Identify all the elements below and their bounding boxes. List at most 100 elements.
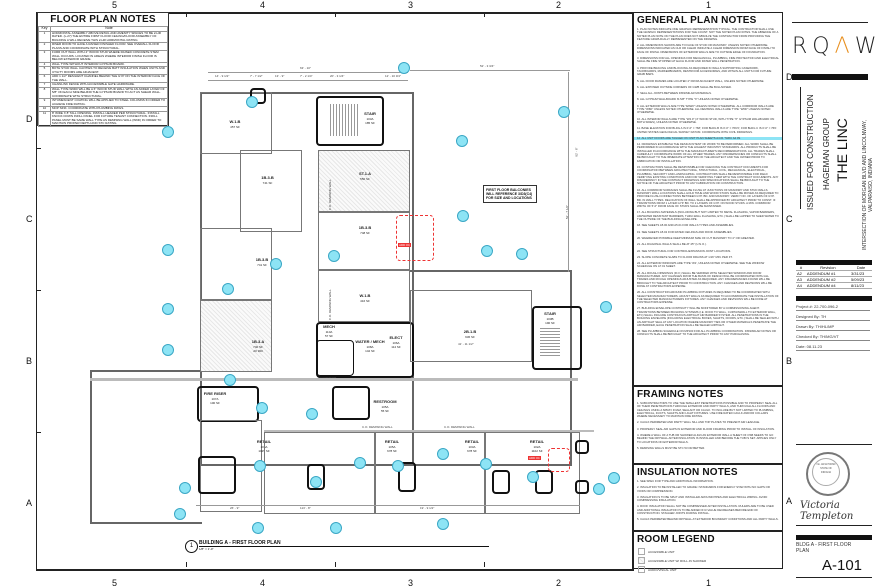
room-retail-103a[interactable]: [374, 432, 486, 514]
elevation-tag-icon[interactable]: [354, 457, 366, 469]
elevation-tag-icon[interactable]: [480, 458, 492, 470]
elevation-tag-icon[interactable]: [456, 135, 468, 147]
room-w1b[interactable]: [200, 92, 272, 154]
dimension-label: 20' - 3 1/4": [330, 74, 345, 78]
room-w1b-center[interactable]: [318, 270, 410, 322]
elevation-tag-icon[interactable]: [252, 522, 264, 534]
elevation-tag-icon[interactable]: [516, 248, 528, 260]
stair-treads: [540, 326, 560, 356]
insulation-note: 2. INSULATION TO BE INSTALLED TO GRADE I…: [637, 485, 770, 493]
general-note: 4. PROVIDE BRACING AND BLOCKING AS REQUI…: [637, 65, 772, 77]
elevation-tag-icon[interactable]: [162, 126, 174, 138]
grid-col-2-bottom: 2: [556, 578, 562, 588]
elevation-tag-icon[interactable]: [162, 303, 174, 315]
grid-col-2: 2: [556, 0, 562, 10]
elevation-tag-icon[interactable]: [457, 210, 469, 222]
column-core: [575, 480, 589, 494]
architect-seal: No. AR11700090 STATE OF INDIANA: [806, 452, 850, 496]
divider: [796, 444, 872, 445]
project-number: Project #: 22-700-096-2: [796, 304, 870, 311]
room-st1a[interactable]: [318, 150, 410, 212]
elevation-tag-icon[interactable]: [481, 245, 493, 257]
elevation-tag-icon[interactable]: [527, 471, 539, 483]
demising-wall-label: C.O. DEMISING WALL: [328, 289, 332, 320]
plan-title-text: BUILDING A - FIRST FLOOR PLAN: [199, 540, 281, 546]
room-1b3a[interactable]: [200, 300, 272, 372]
general-note: 20. WHEREVER POSSIBLE KEEP MINIMUM SIZE …: [637, 235, 755, 240]
grid-tick: [36, 290, 41, 291]
elevation-tag-icon[interactable]: [608, 472, 620, 484]
room-1b3b-center[interactable]: [318, 212, 410, 270]
elevation-tag-icon[interactable]: [328, 250, 340, 262]
legend-label: ACCESSIBLE UNIT: [648, 549, 675, 554]
legend-item: ACCESSIBLE UNIT: [634, 547, 782, 556]
stair-core-east[interactable]: [532, 306, 582, 370]
elevation-tag-icon[interactable]: [162, 244, 174, 256]
elevation-tag-icon[interactable]: [398, 62, 410, 74]
elevation-tag-icon[interactable]: [600, 301, 612, 313]
framing-note: 3. PROPERLY SEAL AIR GAPS IN EXTERIOR AN…: [637, 426, 775, 431]
room-1b3b-upper[interactable]: [240, 150, 302, 232]
title-block: RQΛW ISSUED FOR CONSTRUCTION HAGEMAN GRO…: [782, 12, 876, 578]
room-retail-102a[interactable]: [484, 432, 580, 514]
elevation-tag-icon[interactable]: [246, 96, 258, 108]
elevation-tag-icon[interactable]: [254, 460, 266, 472]
elevation-tag-icon[interactable]: [330, 522, 342, 534]
dimension-label: 82' - 8": [574, 147, 579, 157]
elevation-tag-icon[interactable]: [437, 518, 449, 530]
mech-room-outline: [316, 340, 354, 376]
dimension-label: 52' - 7 1/2": [565, 204, 570, 220]
elevation-tag-icon[interactable]: [437, 448, 449, 460]
elevation-tag-icon[interactable]: [224, 374, 236, 386]
restroom-core[interactable]: [332, 386, 370, 420]
general-note: 27. BUILDING ENVELOPE CONTINUITY WILL BE…: [637, 306, 779, 327]
stair-core[interactable]: [316, 96, 384, 146]
dimension-label: 14' - 9 1/2": [215, 74, 230, 78]
revision-tag: ADD #4: [528, 456, 541, 460]
elevation-tag-icon[interactable]: [392, 460, 404, 472]
elevation-tag-icon[interactable]: [256, 402, 268, 414]
legend-swatch: [638, 566, 645, 573]
framing-note: 5. DEMISING WALLS MUST BE STC 53 OR BETT…: [637, 445, 706, 450]
general-note: 9. ALL EXTERIOR WALLS ARE TYPE "E6W0" UN…: [637, 103, 774, 115]
elevation-tag-icon[interactable]: [310, 476, 322, 488]
plan-title-number: 1: [185, 540, 198, 553]
elevation-tag-icon[interactable]: [558, 106, 570, 118]
room-retail-105a[interactable]: [264, 432, 376, 514]
general-note: 11. BASE ELEVATION FOR BLDG A IS 0'-0" =…: [637, 126, 778, 134]
elevation-tag-icon[interactable]: [162, 344, 174, 356]
drawn-by: Drawn By: TH/HL/MP: [796, 324, 870, 331]
dimension-label: 63' - 10": [300, 66, 311, 70]
general-plan-notes-list: 1. PLAN NOTES INDICATE ONE GRAPHIC REPRE…: [634, 27, 782, 337]
legend-label: ACCESSIBLE UNIT W/ ROLL-IN SHOWER: [648, 558, 707, 563]
elevation-tag-icon[interactable]: [593, 483, 605, 495]
room-2b1b[interactable]: [410, 290, 532, 362]
legend-item: AUDIO/VISUAL UNIT: [634, 565, 782, 574]
elevation-tag-icon[interactable]: [222, 283, 234, 295]
floor-plan-notes-title: FLOOR PLAN NOTES: [50, 14, 156, 25]
issue-status: ISSUED FOR CONSTRUCTION: [806, 94, 815, 210]
checked-by: Checked By: TH/MG/VT: [796, 334, 870, 341]
general-note: 5. ALL DOOR FRAMES ARE LOCATED 4" FROM A…: [637, 78, 765, 83]
insulation-notes-title: INSULATION NOTES: [637, 467, 738, 478]
mech-core[interactable]: [316, 322, 414, 378]
grid-row-d: D: [26, 114, 33, 124]
grid-col-3: 3: [408, 0, 414, 10]
general-note: 18. SEE SHEETS A5.00 AND A5.01 FOR WALLS…: [637, 223, 735, 228]
elevation-tag-icon[interactable]: [174, 508, 186, 520]
elevation-tag-icon[interactable]: [270, 258, 282, 270]
general-note: 26. ALL CONSTRUCTION AROUND PLUMBING FIX…: [637, 290, 779, 305]
elevation-tag-icon[interactable]: [179, 482, 191, 494]
elevation-tag-icon[interactable]: [306, 408, 318, 420]
